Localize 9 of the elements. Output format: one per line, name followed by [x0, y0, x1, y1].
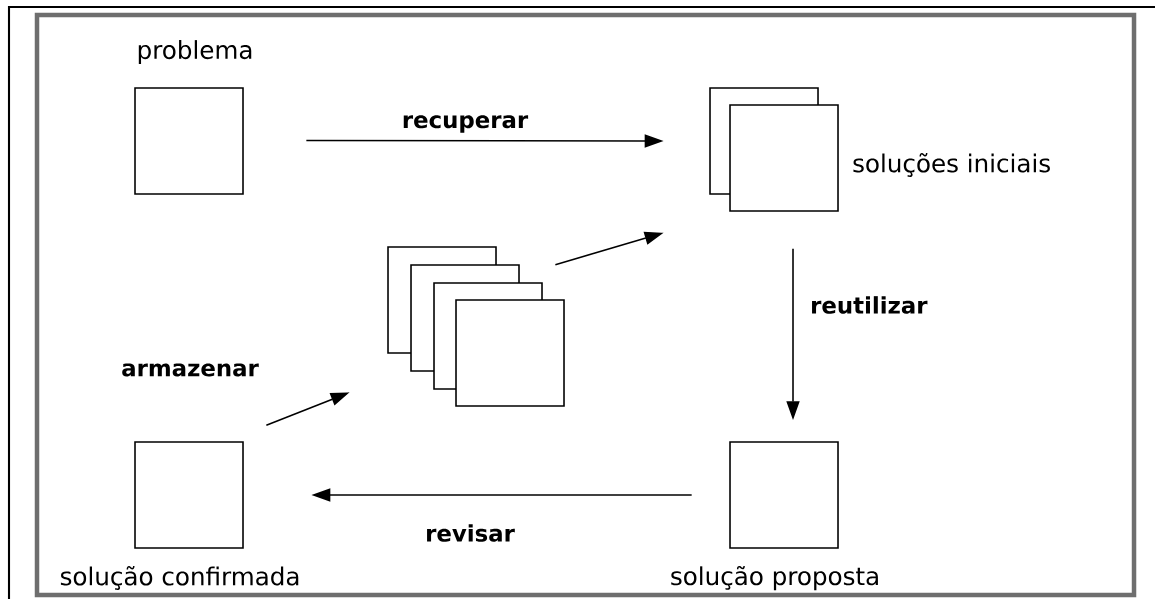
edge-label: reutilizar	[812, 296, 928, 314]
node-label: soluções iniciais	[853, 153, 1050, 177]
node-label: solução confirmada	[60, 566, 299, 590]
node-label: solução proposta	[671, 565, 878, 591]
stacked-boxes	[387, 246, 565, 407]
node-label: problema	[138, 40, 252, 64]
edge-label: recuperar	[403, 115, 529, 133]
edge-label: revisar	[427, 524, 515, 542]
edge-label: armazenar	[122, 363, 259, 377]
